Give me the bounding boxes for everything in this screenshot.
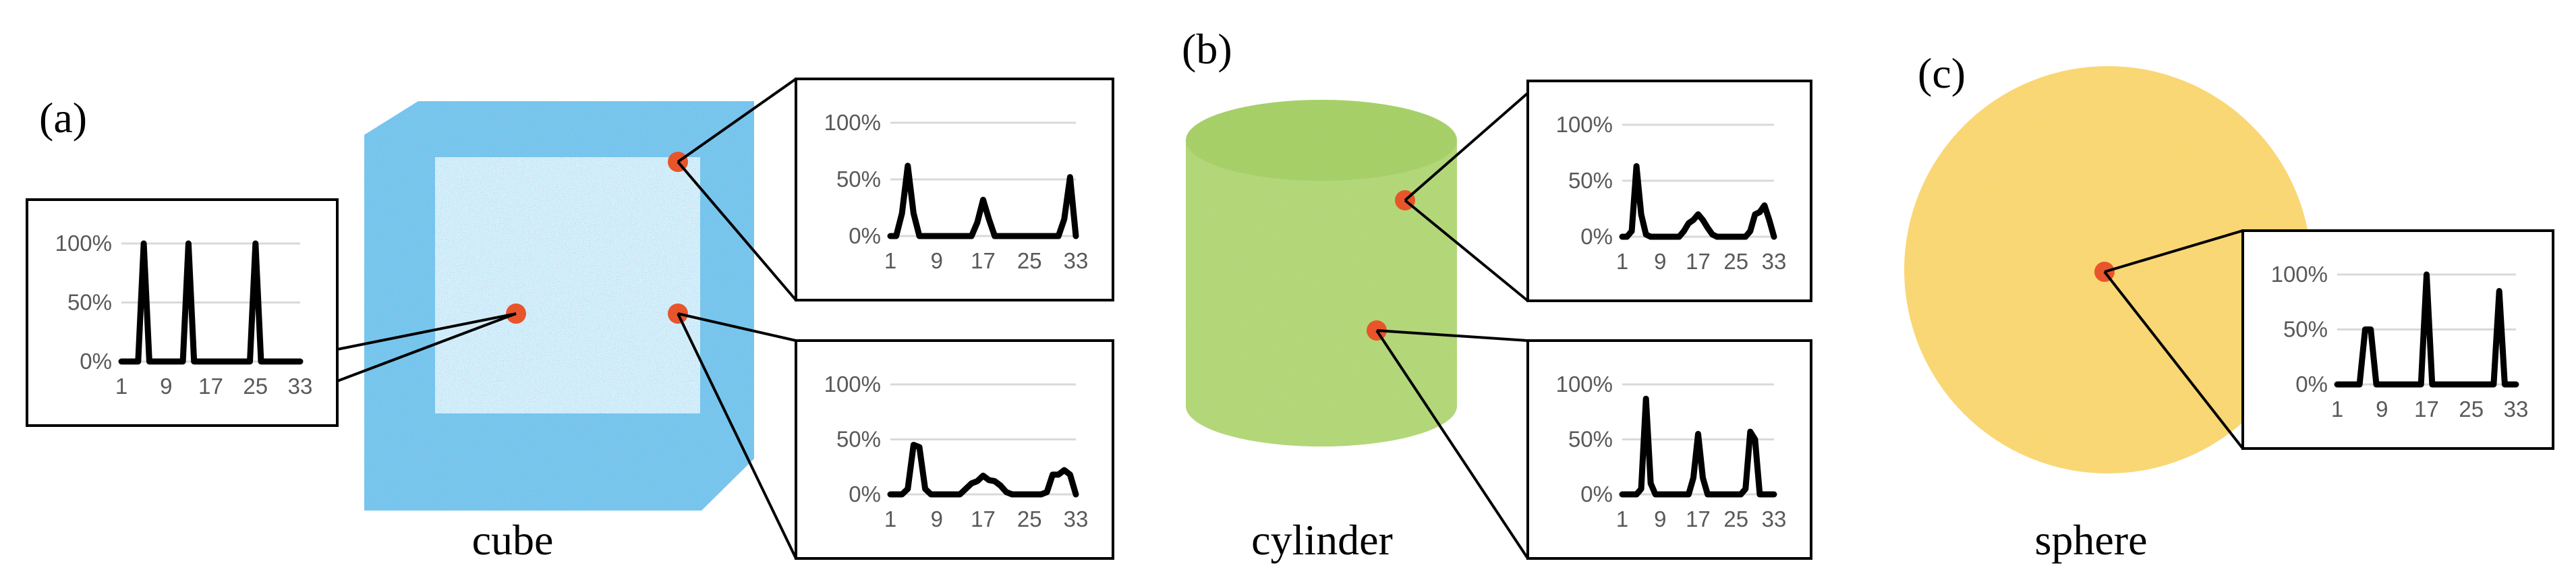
series-line <box>887 163 1079 239</box>
x-tick-label: 1 <box>1616 507 1628 531</box>
chart-frame <box>795 78 1114 301</box>
leader-line <box>677 161 797 301</box>
y-tick-label: 100% <box>1556 372 1613 397</box>
shape-label-sphere: sphere <box>2034 516 2147 564</box>
series-line <box>118 240 304 365</box>
y-tick-label: 50% <box>836 427 881 452</box>
x-tick-label: 33 <box>1762 507 1787 531</box>
y-tick-label: 100% <box>2271 262 2328 287</box>
y-tick-label: 0% <box>849 223 881 248</box>
x-tick-label: 25 <box>1723 249 1748 274</box>
x-tick-label: 9 <box>2376 397 2388 422</box>
y-tick-label: 50% <box>2283 317 2328 342</box>
inset-charts: 0% 50% 100% 1 9 17 25 33 0% 50% 100% 1 9 17 25 33 0% 50% 1… <box>26 78 2554 560</box>
x-tick-label: 1 <box>115 374 127 399</box>
inset-chart-a-1: 0% 50% 100% 1 9 17 25 33 <box>26 198 339 427</box>
x-tick-label: 1 <box>884 248 896 273</box>
x-tick-label: 25 <box>1017 248 1042 273</box>
series-line <box>2334 271 2519 388</box>
leader-line <box>337 312 517 351</box>
x-tick-label: 17 <box>971 248 996 273</box>
inset-chart-a-2: 0% 50% 100% 1 9 17 25 33 <box>795 78 1114 301</box>
leader-line <box>1404 92 1529 202</box>
leader-line <box>677 312 797 342</box>
series-line <box>1619 395 1777 498</box>
x-tick-label: 9 <box>931 248 943 273</box>
series-line <box>887 442 1079 498</box>
leader-lines <box>337 78 2244 560</box>
x-tick-label: 1 <box>2331 397 2343 422</box>
chart-frame <box>26 198 339 427</box>
x-tick-label: 33 <box>1762 249 1787 274</box>
y-tick-label: 50% <box>1568 168 1613 193</box>
chart-frame <box>1526 80 1812 302</box>
chart-frame <box>795 339 1114 560</box>
x-tick-label: 17 <box>1686 249 1711 274</box>
x-tick-label: 9 <box>160 374 172 399</box>
y-tick-label: 0% <box>1580 482 1613 507</box>
x-tick-label: 33 <box>1064 248 1089 273</box>
inset-chart-b-4: 0% 50% 100% 1 9 17 25 33 <box>1526 80 1812 302</box>
x-tick-label: 33 <box>288 374 313 399</box>
y-tick-label: 100% <box>824 372 881 397</box>
leader-line <box>1375 329 1529 560</box>
x-tick-label: 17 <box>198 374 223 399</box>
x-tick-label: 25 <box>1723 507 1748 531</box>
y-tick-label: 100% <box>55 231 112 256</box>
panel-label-a: (a) <box>39 94 87 142</box>
x-tick-label: 9 <box>931 507 943 531</box>
x-tick-label: 1 <box>1616 249 1628 274</box>
y-tick-label: 0% <box>849 482 881 507</box>
leader-line <box>337 312 517 382</box>
leader-line <box>2103 270 2244 450</box>
x-tick-label: 17 <box>1686 507 1711 531</box>
y-tick-label: 50% <box>1568 427 1613 452</box>
panel-a: (a) cube <box>39 94 754 564</box>
panel-label-b: (b) <box>1182 25 1232 73</box>
leader-line <box>677 313 797 559</box>
inset-chart-a-3: 0% 50% 100% 1 9 17 25 33 <box>795 339 1114 560</box>
x-tick-label: 17 <box>2414 397 2439 422</box>
leader-line <box>677 78 797 163</box>
x-tick-label: 17 <box>971 507 996 531</box>
x-tick-label: 25 <box>2459 397 2484 422</box>
inset-chart-c-6: 0% 50% 100% 1 9 17 25 33 <box>2241 229 2554 450</box>
x-tick-label: 9 <box>1654 507 1666 531</box>
shape-label-cube: cube <box>472 516 554 564</box>
y-tick-label: 0% <box>1580 224 1613 249</box>
x-tick-label: 33 <box>1064 507 1089 531</box>
y-tick-label: 0% <box>2295 372 2328 397</box>
cylinder-point-cloud <box>1186 100 1457 446</box>
leader-line <box>2104 229 2243 273</box>
leader-line <box>1404 199 1529 302</box>
y-tick-label: 50% <box>836 167 881 192</box>
inset-chart-b-5: 0% 50% 100% 1 9 17 25 33 <box>1526 339 1812 560</box>
panel-label-c: (c) <box>1918 49 1966 97</box>
cube-point-cloud <box>364 101 754 511</box>
y-tick-label: 50% <box>67 290 112 315</box>
y-tick-label: 0% <box>80 349 112 374</box>
y-tick-label: 100% <box>824 110 881 135</box>
x-tick-label: 25 <box>243 374 268 399</box>
series-line <box>1619 163 1777 240</box>
x-tick-label: 25 <box>1017 507 1042 531</box>
y-tick-label: 100% <box>1556 112 1613 137</box>
x-tick-label: 33 <box>2504 397 2529 422</box>
chart-frame <box>1526 339 1812 560</box>
panel-b: (b) cylinder <box>1182 25 1457 564</box>
x-tick-label: 1 <box>884 507 896 531</box>
leader-line <box>1376 329 1528 342</box>
shape-label-cylinder: cylinder <box>1251 516 1393 564</box>
x-tick-label: 9 <box>1654 249 1666 274</box>
